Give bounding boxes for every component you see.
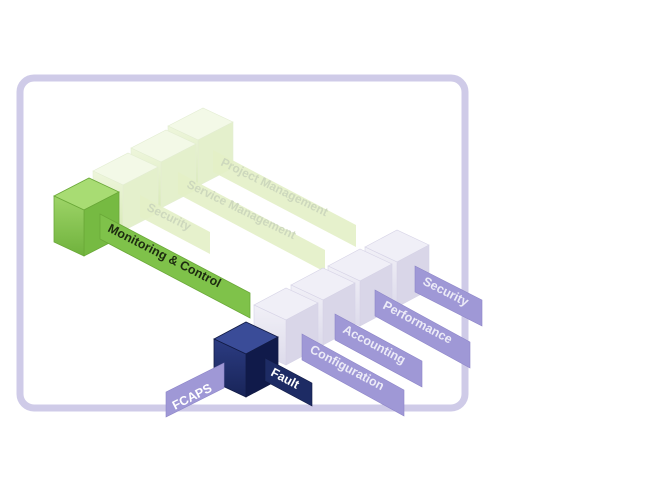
outer-frame	[16, 74, 469, 412]
